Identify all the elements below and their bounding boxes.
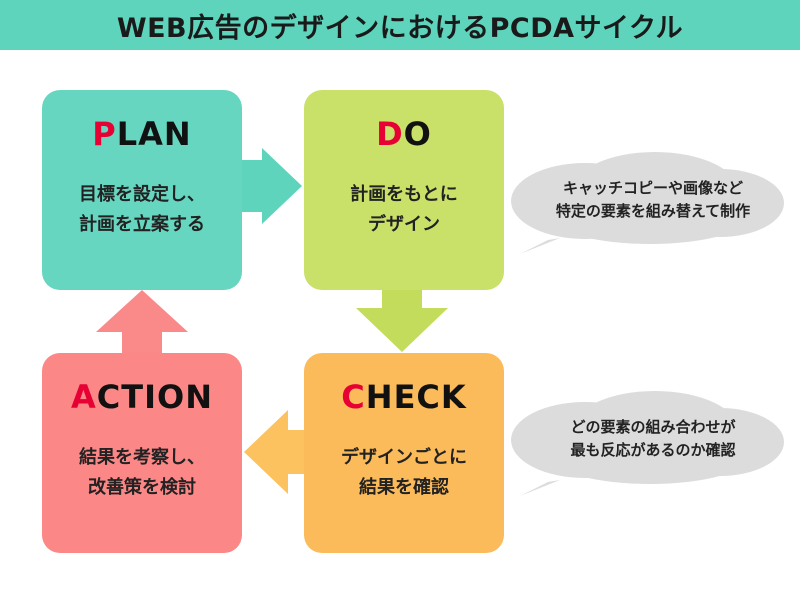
page-title: WEB広告のデザインにおけるPCDAサイクル bbox=[116, 12, 684, 44]
plan-description: 目標を設定し、 計画を立案する bbox=[79, 184, 205, 235]
action-description: 結果を考察し、 改善策を検討 bbox=[79, 447, 205, 498]
do-heading: DO bbox=[376, 115, 432, 153]
plan-box: PLAN 目標を設定し、 計画を立案する bbox=[42, 90, 242, 290]
arrow-action-to-plan bbox=[96, 290, 188, 354]
cloud-check bbox=[511, 391, 784, 496]
check-description: デザインごとに 結果を確認 bbox=[341, 447, 467, 498]
do-description: 計画をもとに デザイン bbox=[350, 184, 458, 235]
do-box: DO 計画をもとに デザイン bbox=[304, 90, 504, 290]
title-bar: WEB広告のデザインにおけるPCDAサイクル bbox=[0, 0, 800, 50]
arrow-check-to-action bbox=[244, 410, 306, 494]
plan-heading: PLAN bbox=[92, 115, 192, 153]
arrow-do-to-check bbox=[356, 286, 448, 352]
cloud-check-tail bbox=[520, 480, 560, 496]
check-heading: CHECK bbox=[341, 378, 467, 416]
cloud-do-tail bbox=[520, 238, 560, 254]
check-note: どの要素の組み合わせが 最も反応があるのか確認 bbox=[570, 418, 736, 460]
arrow-plan-to-do bbox=[240, 148, 302, 224]
cloud-do bbox=[511, 152, 784, 254]
check-box: CHECK デザインごとに 結果を確認 bbox=[304, 353, 504, 553]
action-box: ACTION 結果を考察し、 改善策を検討 bbox=[42, 353, 242, 553]
action-heading: ACTION bbox=[71, 378, 213, 416]
do-note: キャッチコピーや画像など 特定の要素を組み替えて制作 bbox=[555, 179, 751, 221]
